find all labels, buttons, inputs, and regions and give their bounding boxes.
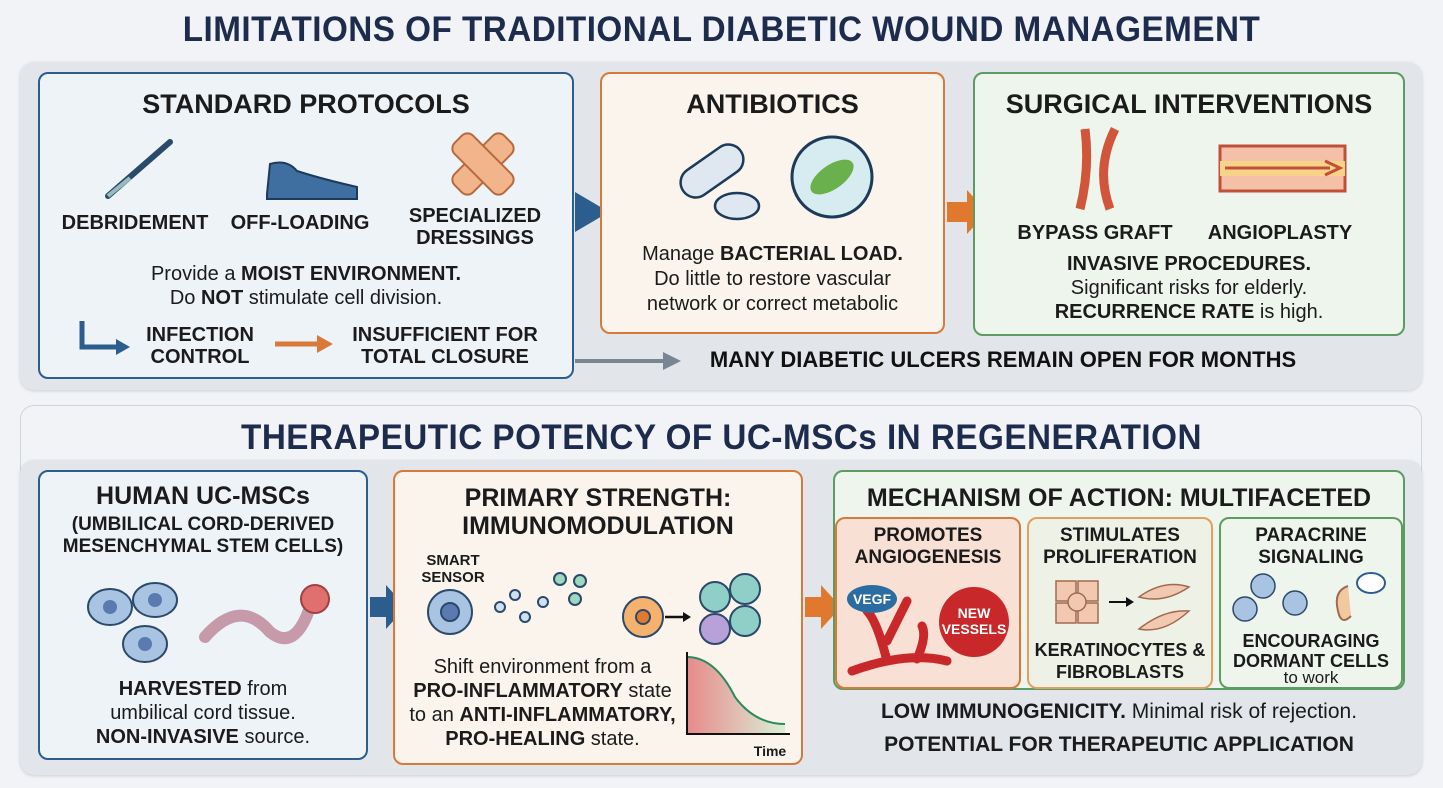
uc-mscs-line1: HARVESTED from [118, 678, 288, 700]
surgical-box: SURGICAL INTERVENTIONS BYPASS GRAFT ANGI… [973, 72, 1405, 336]
bypass-graft-icon [1075, 126, 1120, 211]
turn-arrow-icon [79, 321, 130, 355]
bandage-icon [451, 132, 515, 196]
dressings-label: SPECIALIZED DRESSINGS [408, 205, 542, 249]
top-title: LIMITATIONS OF TRADITIONAL DIABETIC WOUN… [182, 10, 1261, 49]
proliferation-caption: KERATINOCYTES & FIBROBLASTS [1034, 640, 1206, 682]
immunogenicity-text: LOW IMMUNOGENICITY. Minimal risk of reje… [880, 700, 1358, 723]
uc-mscs-box: HUMAN UC-MSCs (UMBILICAL CORD-DERIVED ME… [38, 470, 368, 760]
conclusion-text: MANY DIABETIC ULCERS REMAIN OPEN FOR MON… [709, 347, 1297, 372]
angioplasty-icon [1218, 144, 1347, 193]
uc-mscs-heading: HUMAN UC-MSCs [96, 482, 310, 510]
potency-panel-body: HUMAN UC-MSCs (UMBILICAL CORD-DERIVED ME… [20, 460, 1422, 775]
new-vessels-badge: NEW VESSELS [939, 587, 1009, 657]
insufficient-label: INSUFFICIENT FOR TOTAL CLOSURE [352, 324, 538, 368]
proliferation-heading: STIMULATES PROLIFERATION [1043, 525, 1197, 568]
antibiotics-line1: Manage BACTERIAL LOAD. [642, 243, 903, 265]
immuno-line2: PRO-INFLAMMATORY state [413, 680, 672, 702]
proliferation-card: STIMULATES PROLIFERATION KERATINOCYTES &… [1027, 517, 1213, 689]
uc-mscs-subheading: (UMBILICAL CORD-DERIVED MESENCHYMAL STEM… [62, 514, 344, 557]
umbilical-cord-icon [199, 584, 330, 645]
infection-control-label: INFECTION CONTROL [146, 324, 254, 368]
paracrine-caption2: to work [1283, 668, 1339, 687]
bottom-title: THERAPEUTIC POTENCY OF UC-MSCs IN REGENE… [241, 418, 1202, 457]
offloading-label: OFF-LOADING [230, 212, 370, 234]
arrow-right-icon [805, 585, 841, 629]
paracrine-card: PARACRINE SIGNALING ENCOURAGING DORMANT … [1219, 517, 1403, 689]
uc-mscs-line2: umbilical cord tissue. [110, 702, 296, 724]
scalpel-icon [105, 139, 173, 199]
blood-vessel-icon [847, 596, 952, 676]
bypass-graft-label: BYPASS GRAFT [1017, 222, 1173, 244]
standard-line1: Provide a MOIST ENVIRONMENT. [150, 263, 462, 285]
standard-heading: STANDARD PROTOCOLS [142, 89, 470, 119]
standard-protocols-box: STANDARD PROTOCOLS DEBRIDEMENT OFF-LOADI… [38, 72, 574, 379]
limitations-panel: STANDARD PROTOCOLS DEBRIDEMENT OFF-LOADI… [20, 62, 1422, 390]
pill-icon [679, 143, 761, 221]
chart-time-label: Time [753, 743, 787, 759]
potential-text: POTENTIAL FOR THERAPEUTIC APPLICATION [884, 733, 1354, 756]
surgical-heading: SURGICAL INTERVENTIONS [1005, 89, 1373, 119]
paracrine-caption: ENCOURAGING DORMANT CELLS [1233, 631, 1389, 671]
mechanism-box: MECHANISM OF ACTION: MULTIFACETED PROMOT… [833, 470, 1405, 690]
immuno-line3: to an ANTI-INFLAMMATORY, [409, 704, 676, 726]
smart-sensor-label: SMART SENSOR [421, 552, 485, 586]
shoe-icon [266, 161, 358, 200]
immune-cells-icon [427, 572, 761, 645]
angioplasty-label: ANGIOPLASTY [1207, 222, 1353, 244]
uc-mscs-line3: NON-INVASIVE source. [95, 726, 311, 748]
orange-arrow-icon [275, 335, 333, 353]
mechanism-heading: MECHANISM OF ACTION: MULTIFACETED [866, 484, 1372, 512]
bacteria-icon [790, 135, 874, 219]
arrow-right-icon [370, 585, 406, 629]
antibiotics-heading: ANTIBIOTICS [686, 89, 859, 119]
antibiotics-box: ANTIBIOTICS Manage BACTERIAL LOAD. Do li… [600, 72, 945, 334]
antibiotics-line2: Do little to restore vascular [654, 268, 891, 290]
immuno-line1: Shift environment from a [433, 656, 652, 678]
gray-arrow-icon [575, 352, 681, 370]
angiogenesis-card: PROMOTES ANGIOGENESIS VEGF NEW VESSELS [835, 517, 1021, 689]
paracrine-heading: PARACRINE SIGNALING [1255, 525, 1367, 568]
cell-proliferation-icon [1055, 580, 1191, 631]
standard-line2: Do NOT stimulate cell division. [169, 287, 443, 309]
debridement-label: DEBRIDEMENT [61, 212, 209, 234]
stem-cells-icon [87, 582, 178, 663]
cell-signaling-icon [1232, 572, 1386, 622]
immunomodulation-box: PRIMARY STRENGTH: IMMUNOMODULATION SMART… [393, 470, 803, 765]
angiogenesis-heading: PROMOTES ANGIOGENESIS [854, 525, 1002, 568]
surgical-line3: RECURRENCE RATE is high. [1054, 301, 1324, 323]
surgical-line2: Significant risks for elderly. [1070, 277, 1308, 299]
arrow-right-icon [575, 192, 609, 232]
inflammation-decline-chart [686, 652, 790, 735]
antibiotics-line3: network or correct metabolic [646, 293, 899, 315]
surgical-line1: INVASIVE PROCEDURES. [1066, 253, 1312, 275]
immuno-heading: PRIMARY STRENGTH: IMMUNOMODULATION [462, 484, 734, 540]
vegf-badge: VEGF [847, 585, 897, 613]
immuno-line4: PRO-HEALING state. [445, 728, 640, 750]
